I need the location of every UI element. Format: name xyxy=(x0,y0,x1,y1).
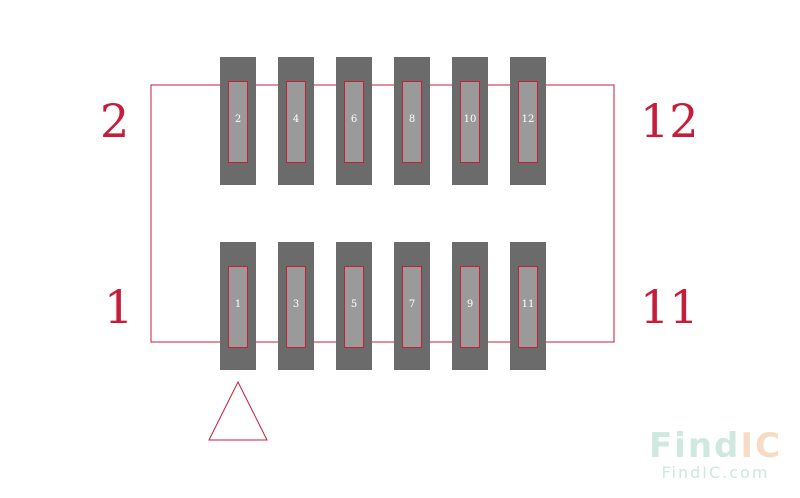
pad-inner-top-4 xyxy=(402,81,422,163)
pad-top-3: 6 xyxy=(336,57,372,185)
findic-watermark: FindIC FindIC.com xyxy=(649,428,782,482)
pad-bottom-3: 5 xyxy=(336,242,372,370)
pad-top-6: 12 xyxy=(510,57,546,185)
watermark-url: FindIC.com xyxy=(661,463,770,482)
pin-number-label: 1 xyxy=(234,299,242,310)
pad-top-1: 2 xyxy=(220,57,256,185)
pin1-triangle-icon xyxy=(208,380,268,441)
body-outline xyxy=(150,84,615,343)
pin-number-label: 2 xyxy=(234,114,242,125)
pin-number-label: 12 xyxy=(521,114,535,125)
pad-inner-top-3 xyxy=(344,81,364,163)
pad-inner-bottom-2 xyxy=(286,266,306,348)
pin-number-label: 6 xyxy=(350,114,358,125)
pad-inner-top-6 xyxy=(518,81,538,163)
pad-top-5: 10 xyxy=(452,57,488,185)
pad-bottom-5: 9 xyxy=(452,242,488,370)
watermark-logo-find: Find xyxy=(648,426,741,466)
pad-inner-bottom-5 xyxy=(460,266,480,348)
pin-number-label: 4 xyxy=(292,114,300,125)
pad-inner-bottom-4 xyxy=(402,266,422,348)
pin-number-label: 3 xyxy=(292,299,300,310)
corner-label-bottom-right: 11 xyxy=(640,280,699,334)
pad-bottom-2: 3 xyxy=(278,242,314,370)
corner-label-bottom-left: 1 xyxy=(104,280,134,334)
pin-number-label: 7 xyxy=(408,299,416,310)
pad-inner-bottom-6 xyxy=(518,266,538,348)
watermark-logo: FindIC xyxy=(649,428,782,464)
pad-inner-bottom-1 xyxy=(228,266,248,348)
pad-top-2: 4 xyxy=(278,57,314,185)
corner-label-top-left: 2 xyxy=(100,94,130,148)
pad-bottom-4: 7 xyxy=(394,242,430,370)
watermark-logo-ic: IC xyxy=(740,426,782,466)
pin-number-label: 9 xyxy=(466,299,474,310)
pin-number-label: 11 xyxy=(521,299,535,310)
corner-label-top-right: 12 xyxy=(640,94,699,148)
pad-inner-top-2 xyxy=(286,81,306,163)
pad-top-4: 8 xyxy=(394,57,430,185)
pin-number-label: 5 xyxy=(350,299,358,310)
pin-number-label: 8 xyxy=(408,114,416,125)
pad-bottom-1: 1 xyxy=(220,242,256,370)
pad-inner-bottom-3 xyxy=(344,266,364,348)
pin-number-label: 10 xyxy=(463,114,477,125)
pad-inner-top-1 xyxy=(228,81,248,163)
pad-bottom-6: 11 xyxy=(510,242,546,370)
pad-inner-top-5 xyxy=(460,81,480,163)
